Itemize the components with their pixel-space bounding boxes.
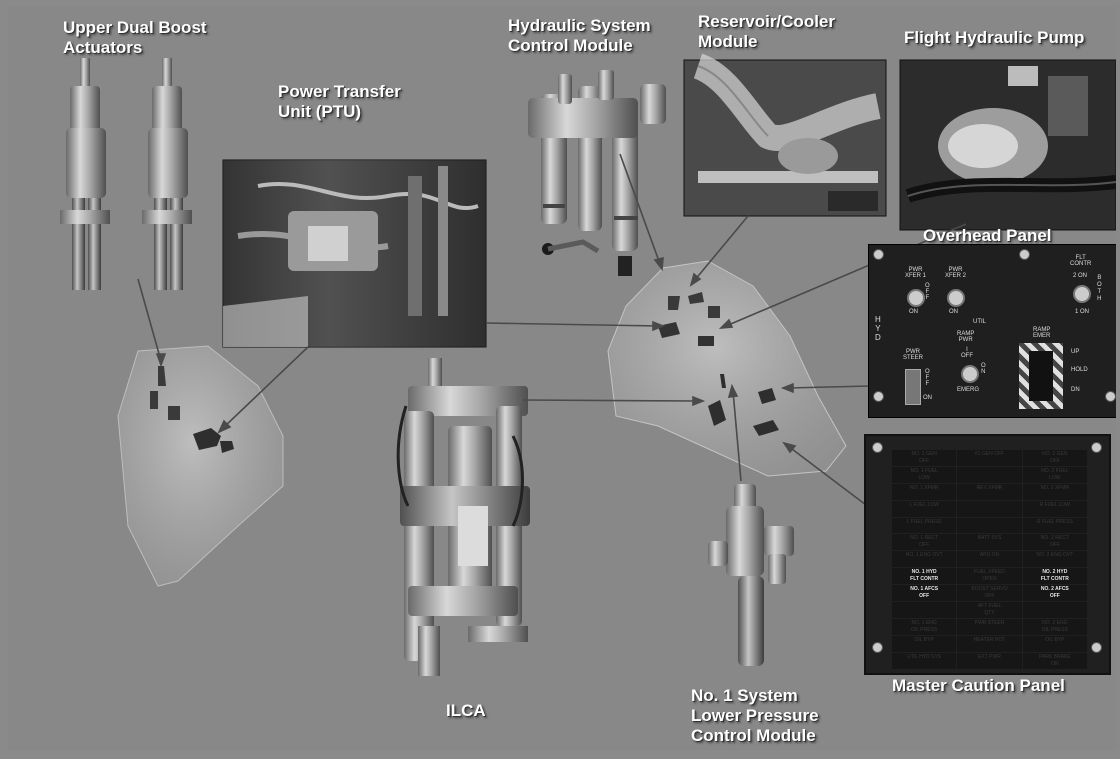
leader-arrows bbox=[137, 153, 967, 509]
hyd-label: H Y D bbox=[875, 315, 881, 342]
hydraulic-system-control-module bbox=[528, 70, 666, 276]
caution-light: #1 GEN OFF bbox=[957, 450, 1022, 466]
steer-off-label: O F F bbox=[925, 369, 930, 387]
caution-light: R FUEL PRESS bbox=[1022, 517, 1087, 534]
rotor-pylon-ghost-right bbox=[607, 260, 847, 477]
on-label: ON bbox=[909, 309, 918, 315]
caution-light: NO. 1 FUEL LOW bbox=[892, 466, 957, 483]
caution-light: L FUEL PRESS bbox=[892, 517, 957, 534]
off-label: O F F bbox=[925, 283, 930, 301]
label-ilca: ILCA bbox=[446, 701, 486, 720]
lower-pressure-control-module bbox=[708, 484, 794, 666]
dn-label: DN bbox=[1071, 387, 1080, 393]
caution-light: AFT FUEL QTY bbox=[957, 602, 1022, 618]
caution-light: NO. 1 GEN OFF bbox=[892, 450, 957, 466]
ramp-emer-switch[interactable] bbox=[1029, 351, 1053, 401]
caution-light: NO. 1 RECT OFF bbox=[892, 534, 957, 551]
label-overhead-panel: Overhead Panel bbox=[923, 226, 1052, 245]
upper-dual-boost-actuators bbox=[60, 58, 192, 290]
ptu-photo bbox=[222, 159, 487, 348]
caution-light: FUEL XFEED OPEN bbox=[957, 568, 1022, 585]
caution-light: BOOST SERVO OFF bbox=[957, 585, 1022, 602]
caution-light: NO. 1 XFMR bbox=[892, 483, 957, 500]
caution-light: NO. 1 AFCS OFF bbox=[892, 585, 957, 602]
caution-light bbox=[957, 500, 1022, 517]
pwr-xfer1-label: PWR XFER 1 bbox=[905, 267, 927, 279]
overhead-panel: H Y D PWR XFER 1 O F F ON PWR XFER 2 ON … bbox=[868, 244, 1116, 418]
util-label: UTIL bbox=[973, 319, 987, 325]
both-label: B O T H bbox=[1097, 275, 1102, 302]
caution-light: NO. 2 ENG OVT bbox=[1022, 551, 1087, 568]
pwr-steer-switch[interactable] bbox=[905, 369, 921, 405]
pwr-xfer2-label: PWR XFER 2 bbox=[945, 267, 967, 279]
caution-light: OIL BYP bbox=[1022, 635, 1087, 652]
caution-light: APU ON bbox=[957, 551, 1022, 568]
ramp-emer-guard bbox=[1019, 343, 1063, 409]
caution-light: NO. 2 AFCS OFF bbox=[1022, 585, 1087, 602]
caution-light: L FUEL LOW bbox=[892, 500, 957, 517]
caution-light: PARK BRAKE ON bbox=[1022, 652, 1087, 669]
two-on-label: 2 ON bbox=[1073, 273, 1088, 279]
ramp-on-label: O N bbox=[981, 363, 986, 375]
emerg-label: EMERG bbox=[957, 387, 980, 393]
flt-contr-switch[interactable] bbox=[1073, 285, 1091, 303]
caution-light: R FUEL LOW bbox=[1022, 500, 1087, 517]
pwr-xfer1-switch[interactable] bbox=[907, 289, 925, 307]
caution-light bbox=[892, 602, 957, 618]
ilca-assembly bbox=[396, 358, 530, 676]
components-drawing bbox=[60, 53, 1116, 676]
caution-light: NO. 2 XFMR bbox=[1022, 483, 1087, 500]
caution-light: REV XFMR bbox=[957, 483, 1022, 500]
caution-light: UTIL HYD SYS bbox=[892, 652, 957, 669]
caution-light: NO. 2 GEN OFF bbox=[1022, 450, 1087, 466]
caution-light: PWR STEER bbox=[957, 618, 1022, 635]
steer-on-label: ON bbox=[923, 395, 932, 401]
ramp-pwr-label: RAMP PWR bbox=[957, 331, 975, 343]
label-master-caution-panel: Master Caution Panel bbox=[892, 676, 1065, 695]
caution-light: NO. 2 ENG OIL PRESS bbox=[1022, 618, 1087, 635]
pwr-xfer2-switch[interactable] bbox=[947, 289, 965, 307]
caution-light bbox=[957, 466, 1022, 483]
flt-contr-label: FLT CONTR bbox=[1070, 255, 1092, 267]
caution-light bbox=[957, 517, 1022, 534]
ramp-pwr-switch[interactable] bbox=[961, 365, 979, 383]
caution-light: NO. 2 HYD FLT CONTR bbox=[1022, 568, 1087, 585]
caution-light: NO. 1 ENG OIL PRESS bbox=[892, 618, 957, 635]
caution-light: HEATER HOT bbox=[957, 635, 1022, 652]
ramp-off-label: I OFF bbox=[961, 347, 973, 359]
caution-light: OIL BYP bbox=[892, 635, 957, 652]
hold-label: HOLD bbox=[1071, 367, 1088, 373]
label-flight-hydraulic-pump: Flight Hydraulic Pump bbox=[904, 28, 1085, 47]
up-label: UP bbox=[1071, 349, 1080, 355]
ramp-emer-label: RAMP EMER bbox=[1033, 327, 1051, 339]
rotor-pylon-ghost-left bbox=[117, 345, 284, 587]
reservoir-cooler-photo bbox=[683, 53, 887, 217]
caution-light: NO. 1 ENG OVT bbox=[892, 551, 957, 568]
caution-light bbox=[1022, 602, 1087, 618]
caution-light: NO. 1 HYD FLT CONTR bbox=[892, 568, 957, 585]
on-label-2: ON bbox=[949, 309, 958, 315]
pwr-steer-label: PWR STEER bbox=[903, 349, 924, 361]
flight-hydraulic-pump-photo bbox=[899, 59, 1116, 231]
caution-light: BATT SYS bbox=[957, 534, 1022, 551]
caution-light: NO. 2 RECT OFF bbox=[1022, 534, 1087, 551]
caution-light: EXT PWR bbox=[957, 652, 1022, 669]
caution-light: NO. 2 FUEL LOW bbox=[1022, 466, 1087, 483]
one-on-label: 1 ON bbox=[1075, 309, 1090, 315]
